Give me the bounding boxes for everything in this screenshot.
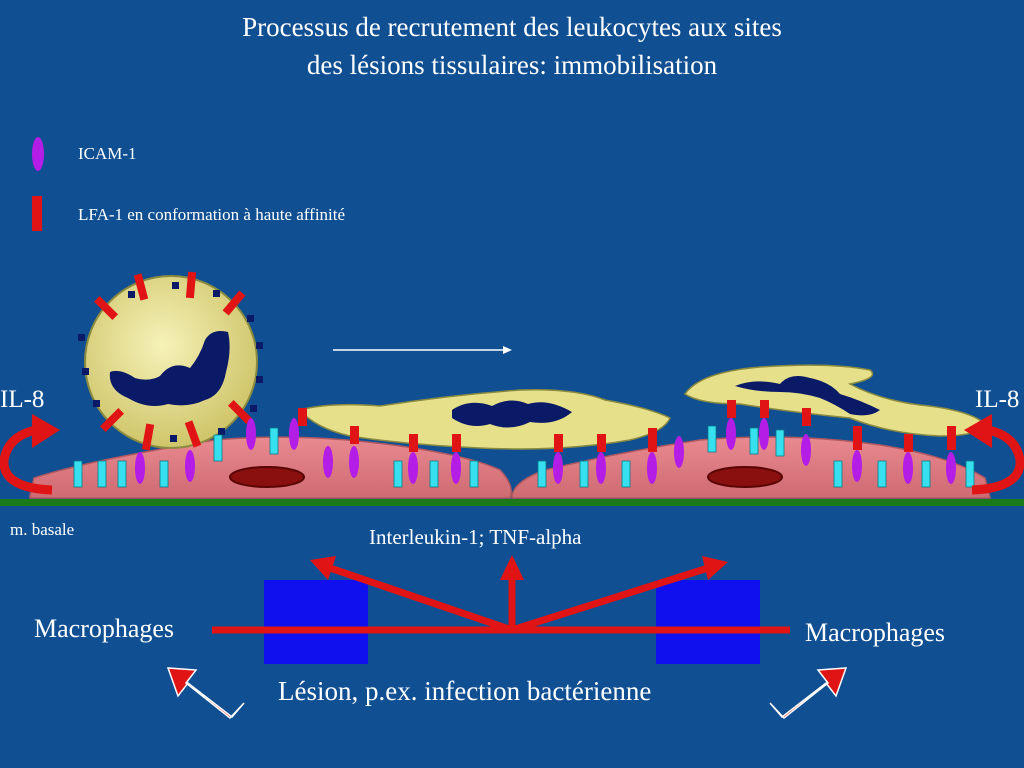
icam-molecule xyxy=(903,452,913,484)
lfa-molecule xyxy=(298,408,307,426)
receptor xyxy=(833,460,843,488)
lesion-arrow-right xyxy=(769,667,848,720)
icam-molecule xyxy=(596,452,606,484)
lesion-arrow-left xyxy=(166,667,245,720)
title-line-2: des lésions tissulaires: immobilisation xyxy=(306,50,718,80)
receptor xyxy=(921,460,931,488)
icam-molecule xyxy=(135,452,145,484)
title-line-1: Processus de recrutement des leukocytes … xyxy=(242,12,782,42)
receptor xyxy=(877,460,887,488)
lfa-molecule xyxy=(904,434,913,452)
leukocyte-flattened-middle xyxy=(298,388,671,450)
lfa-molecule xyxy=(554,434,563,452)
icam-molecule xyxy=(323,446,333,478)
endothelial-nucleus-left xyxy=(229,466,305,488)
macrophages-label-right: Macrophages xyxy=(805,618,946,647)
receptor xyxy=(707,425,717,453)
lfa-molecule xyxy=(947,426,956,450)
il8-arrowhead-right xyxy=(964,414,992,448)
icam-molecule xyxy=(759,418,769,450)
il8-arrow-right xyxy=(971,425,1024,495)
receptor xyxy=(469,460,479,488)
lfa-molecule xyxy=(648,428,657,452)
receptor xyxy=(97,460,107,488)
legend-lfa-icon xyxy=(32,196,42,231)
icam-molecule xyxy=(289,418,299,450)
lfa-molecule xyxy=(727,400,736,418)
il8-arrow-left xyxy=(0,425,53,495)
icam-molecule xyxy=(408,452,418,484)
icam-molecule xyxy=(726,418,736,450)
movement-arrow xyxy=(333,346,512,354)
arrowhead-up-left xyxy=(310,556,336,580)
receptor xyxy=(213,434,223,462)
icam-molecule xyxy=(349,446,359,478)
receptor xyxy=(393,460,403,488)
il8-label-right: IL-8 xyxy=(975,386,1020,413)
il8-label-left: IL-8 xyxy=(0,386,45,413)
leukocyte-flattened-right xyxy=(683,364,986,437)
membrane-label: m. basale xyxy=(10,520,75,539)
leukocyte-round xyxy=(78,271,263,451)
receptor xyxy=(621,460,631,488)
icam-molecule xyxy=(185,450,195,482)
cytokine-arrows xyxy=(212,564,790,634)
endothelial-nucleus-right xyxy=(707,466,783,488)
receptor xyxy=(775,429,785,457)
icam-molecule xyxy=(451,452,461,484)
macrophage-box-right xyxy=(656,580,760,664)
receptor xyxy=(159,460,169,488)
basement-membrane xyxy=(0,499,1024,506)
receptor xyxy=(749,427,759,455)
legend-label-icam: ICAM-1 xyxy=(78,144,137,163)
lfa-molecule xyxy=(452,434,461,452)
receptor xyxy=(429,460,439,488)
macrophage-box-left xyxy=(264,580,368,664)
legend-icam-icon xyxy=(32,137,44,171)
lfa-molecule xyxy=(802,408,811,426)
arrowhead-up-right xyxy=(702,556,728,580)
icam-molecule xyxy=(801,434,811,466)
lfa-molecule xyxy=(853,426,862,450)
lesion-label: Lésion, p.ex. infection bactérienne xyxy=(278,676,652,706)
il8-arrowhead-left xyxy=(32,414,60,448)
receptor xyxy=(579,460,589,488)
macrophages-label-left: Macrophages xyxy=(34,614,175,643)
lfa-molecule xyxy=(597,434,606,452)
icam-molecule xyxy=(674,436,684,468)
receptor xyxy=(269,427,279,455)
page-title: Processus de recrutement des leukocytes … xyxy=(0,8,1024,84)
icam-molecule xyxy=(852,450,862,482)
icam-molecule xyxy=(246,418,256,450)
lfa-molecule xyxy=(760,400,769,418)
lfa-molecule xyxy=(409,434,418,452)
legend-label-lfa: LFA-1 en conformation à haute affinité xyxy=(78,205,346,224)
icam-molecule xyxy=(946,452,956,484)
receptor xyxy=(965,460,975,488)
icam-molecule xyxy=(553,452,563,484)
arrowhead-up xyxy=(500,555,524,580)
icam-molecule xyxy=(647,452,657,484)
receptor xyxy=(73,460,83,488)
cytokines-label: Interleukin-1; TNF-alpha xyxy=(369,525,582,549)
receptor xyxy=(537,460,547,488)
receptor xyxy=(117,460,127,488)
lfa-molecule xyxy=(350,426,359,444)
